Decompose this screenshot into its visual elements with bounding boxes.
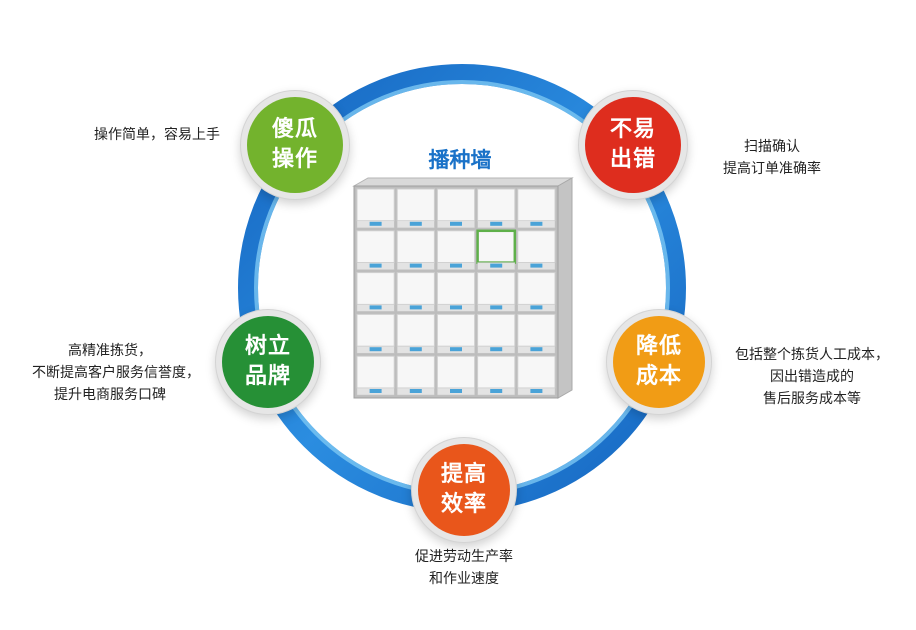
cabinet-indicator-light xyxy=(450,389,462,393)
cabinet-cell xyxy=(436,313,476,347)
node-foolproof: 傻瓜 操作 xyxy=(247,97,343,193)
cabinet-indicator-light xyxy=(369,221,382,226)
cabinet-cell xyxy=(517,272,556,305)
node-efficiency-line2: 效率 xyxy=(440,492,487,517)
node-cost-line2: 成本 xyxy=(635,364,682,389)
node-efficiency: 提高 效率 xyxy=(418,444,510,536)
cabinet-top xyxy=(352,177,574,187)
cabinet-indicator-light xyxy=(490,347,503,352)
desc-brand-line1: 高精准拣货， xyxy=(68,343,152,359)
cabinet-indicator-light xyxy=(369,263,382,268)
cabinet-cell xyxy=(396,230,435,264)
cabinet-indicator-light xyxy=(530,347,543,352)
node-foolproof-line2: 操作 xyxy=(271,147,318,172)
cabinet-cell xyxy=(517,313,556,347)
cabinet-indicator-light xyxy=(530,305,543,310)
cabinet-side xyxy=(557,177,573,399)
desc-cost-line1: 包括整个拣货人工成本， xyxy=(735,347,889,363)
node-brand-line2: 品牌 xyxy=(244,364,291,389)
desc-error-free-line2: 提高订单准确率 xyxy=(723,161,821,177)
desc-brand: 高精准拣货， 不断提高客户服务信誉度， 提升电商服务口碑 xyxy=(20,340,200,406)
cabinet-cell xyxy=(356,355,395,389)
cabinet-cell xyxy=(477,188,516,222)
cabinet-indicator-light xyxy=(490,221,503,226)
cabinet-cell xyxy=(436,230,476,264)
node-error-free-line2: 出错 xyxy=(609,147,656,172)
desc-cost: 包括整个拣货人工成本， 因出错造成的 售后服务成本等 xyxy=(722,344,902,410)
node-cost-line1: 降低 xyxy=(635,334,682,359)
node-brand: 树立 品牌 xyxy=(222,316,314,408)
cabinet-cell xyxy=(477,355,516,389)
center-title: 播种墙 xyxy=(428,148,492,172)
cabinet-indicator-light xyxy=(450,221,462,226)
cabinet-indicator-light xyxy=(530,221,543,226)
cabinet-indicator-light xyxy=(450,263,462,268)
node-error-free-line1: 不易 xyxy=(609,117,656,142)
node-foolproof-line1: 傻瓜 xyxy=(271,117,318,142)
cabinet-indicator-light xyxy=(409,263,422,268)
cabinet-cell xyxy=(396,313,435,347)
cabinet-cell xyxy=(356,230,395,264)
desc-cost-line3: 售后服务成本等 xyxy=(763,391,861,407)
node-efficiency-line1: 提高 xyxy=(440,462,487,487)
cabinet-indicator-light xyxy=(409,347,422,352)
cabinet-cell xyxy=(436,188,476,222)
cabinet-cell xyxy=(477,313,516,347)
cabinet-cell xyxy=(396,188,435,222)
desc-cost-line2: 因出错造成的 xyxy=(770,369,854,385)
desc-foolproof-line1: 操作简单，容易上手 xyxy=(94,127,220,143)
node-brand-line1: 树立 xyxy=(244,334,291,359)
desc-efficiency-line2: 和作业速度 xyxy=(429,571,499,587)
cabinet-cell xyxy=(517,188,556,222)
cabinet-cell xyxy=(517,230,556,264)
desc-foolproof: 操作简单，容易上手 xyxy=(60,124,220,146)
node-error-free: 不易 出错 xyxy=(585,97,681,193)
cabinet-cell xyxy=(477,272,516,305)
desc-error-free: 扫描确认 提高订单准确率 xyxy=(702,136,842,180)
cabinet-indicator-light xyxy=(409,221,422,226)
cabinet-indicator-light xyxy=(530,389,543,393)
cabinet-indicator-light xyxy=(409,305,422,310)
node-cost: 降低 成本 xyxy=(613,316,705,408)
cabinet-cell xyxy=(436,355,476,389)
cabinet-cell xyxy=(356,272,395,305)
cabinet-indicator-light xyxy=(369,305,382,310)
cabinet-cell xyxy=(396,272,435,305)
cabinet-cell xyxy=(517,355,556,389)
desc-brand-line2: 不断提高客户服务信誉度， xyxy=(32,365,200,381)
desc-efficiency: 促进劳动生产率 和作业速度 xyxy=(384,546,544,590)
cabinet-indicator-light xyxy=(409,389,422,393)
cabinet-cell xyxy=(356,313,395,347)
cabinet-cell xyxy=(356,188,395,222)
desc-brand-line3: 提升电商服务口碑 xyxy=(54,387,166,403)
cabinet-indicator-light xyxy=(490,389,503,393)
cabinet-indicator-light xyxy=(530,263,543,268)
cabinet-indicator-light xyxy=(369,389,382,393)
cabinet-indicator-light xyxy=(490,305,503,310)
cabinet-indicator-light xyxy=(450,305,462,310)
cabinet-cell xyxy=(436,272,476,305)
cabinet-indicator-light xyxy=(450,347,462,352)
cabinet-cell xyxy=(476,229,517,264)
cabinet-cell xyxy=(396,355,435,389)
desc-error-free-line1: 扫描确认 xyxy=(744,139,800,155)
cabinet-indicator-light xyxy=(490,263,503,268)
cabinet-indicator-light xyxy=(369,347,382,352)
desc-efficiency-line1: 促进劳动生产率 xyxy=(415,549,513,565)
